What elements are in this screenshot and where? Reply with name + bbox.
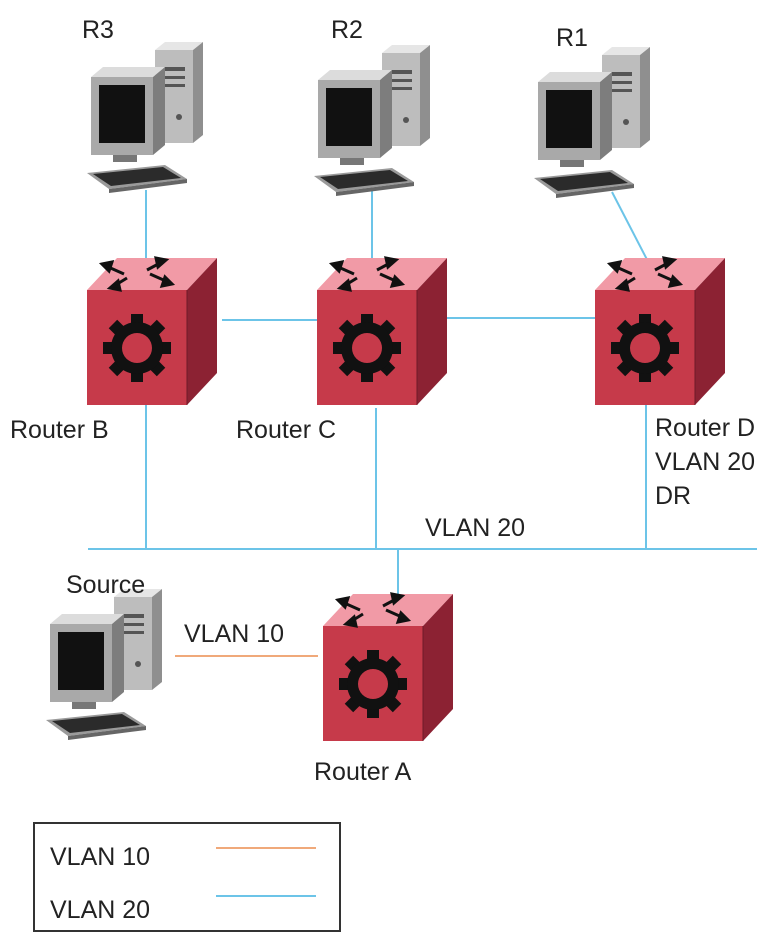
router-b: Router B [10, 256, 219, 444]
router-a-label: Router A [314, 758, 412, 786]
vlan20-bus-label: VLAN 20 [425, 514, 525, 542]
host-source: Source [46, 571, 162, 740]
router-a: Router A [314, 592, 455, 786]
r3-computer-icon [87, 42, 203, 193]
legend-vlan20-label: VLAN 20 [50, 896, 150, 924]
host-r1: R1 [534, 24, 650, 198]
router-c-icon [315, 256, 449, 407]
router-d: Router D VLAN 20 DR [593, 256, 755, 510]
router-b-icon [85, 256, 219, 407]
vlan20-links [88, 190, 757, 600]
legend: VLAN 10 VLAN 20 [33, 822, 341, 932]
router-b-label: Router B [10, 416, 109, 444]
r1-label: R1 [556, 24, 588, 52]
router-c: Router C [236, 256, 449, 444]
legend-box [33, 822, 341, 932]
router-a-icon [321, 592, 455, 743]
host-r2: R2 [314, 16, 430, 196]
router-d-icon [593, 256, 727, 407]
r2-computer-icon [314, 45, 430, 196]
source-label: Source [66, 571, 145, 599]
r1-computer-icon [534, 47, 650, 198]
r2-label: R2 [331, 16, 363, 44]
legend-vlan10-label: VLAN 10 [50, 843, 150, 871]
router-c-label: Router C [236, 416, 336, 444]
router-d-role-label: DR [655, 482, 691, 510]
r3-label: R3 [82, 16, 114, 44]
router-d-vlan-label: VLAN 20 [655, 448, 755, 476]
host-r3: R3 [82, 16, 203, 193]
source-computer-icon [46, 589, 162, 740]
router-d-label: Router D [655, 414, 755, 442]
vlan10-link-label: VLAN 10 [184, 620, 284, 648]
